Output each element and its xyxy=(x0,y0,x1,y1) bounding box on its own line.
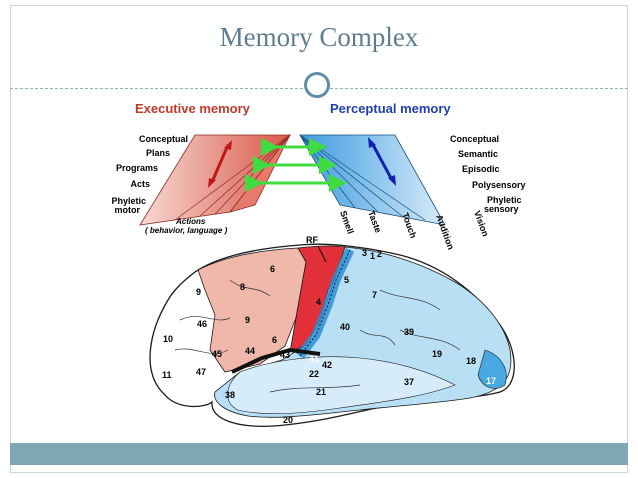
area-17: 17 xyxy=(486,376,496,386)
area-11: 11 xyxy=(162,370,172,380)
perceptual-memory-heading: Perceptual memory xyxy=(330,101,451,116)
perc-level-polysensory: Polysensory xyxy=(472,180,526,190)
brodmann-area-labels: 3 1 2 6 5 8 9 4 7 46 10 9 40 39 6 44 45 … xyxy=(162,248,496,425)
actions-sublabel: ( behavior, language ) xyxy=(145,226,228,235)
exec-level-acts: Acts xyxy=(130,179,150,189)
exec-level-conceptual: Conceptual xyxy=(139,134,188,144)
area-20: 20 xyxy=(283,415,293,425)
exec-level-motor: motor xyxy=(115,205,141,215)
slide-frame xyxy=(10,5,628,473)
area-38: 38 xyxy=(225,390,235,400)
perc-level-conceptual: Conceptual xyxy=(450,134,499,144)
exec-level-phyletic: Phyletic xyxy=(111,196,146,206)
area-39: 39 xyxy=(404,327,414,337)
area-6-lower: 6 xyxy=(272,335,277,345)
actions-label: Actions xyxy=(175,217,206,226)
area-18: 18 xyxy=(466,356,476,366)
area-19: 19 xyxy=(432,349,442,359)
slide-title: Memory Complex xyxy=(219,22,419,52)
perc-level-episodic: Episodic xyxy=(462,164,500,174)
exec-level-programs: Programs xyxy=(116,163,158,173)
area-1: 1 xyxy=(370,251,375,261)
area-22: 22 xyxy=(309,369,319,379)
area-21: 21 xyxy=(316,387,326,397)
area-2: 2 xyxy=(377,249,382,259)
area-41: 41 xyxy=(309,354,319,364)
exec-level-plans: Plans xyxy=(146,148,170,158)
area-43: 43 xyxy=(280,350,290,360)
area-42: 42 xyxy=(322,360,332,370)
perc-level-phyletic: Phyletic xyxy=(487,195,522,205)
area-40: 40 xyxy=(340,322,350,332)
area-9-right: 9 xyxy=(245,315,250,325)
area-3: 3 xyxy=(362,248,367,258)
area-46: 46 xyxy=(197,319,207,329)
perc-level-semantic: Semantic xyxy=(458,149,498,159)
executive-memory-heading: Executive memory xyxy=(135,101,251,116)
area-5: 5 xyxy=(344,275,349,285)
area-9-left: 9 xyxy=(196,287,201,297)
brain-illustration xyxy=(149,243,515,427)
area-4: 4 xyxy=(316,297,321,307)
area-8: 8 xyxy=(240,282,245,292)
sense-smell: Smell xyxy=(338,209,356,235)
perc-level-sensory: sensory xyxy=(484,204,519,214)
area-44: 44 xyxy=(245,346,255,356)
rf-label: RF xyxy=(306,235,318,245)
area-45: 45 xyxy=(212,349,222,359)
sense-audition: Audition xyxy=(434,213,456,251)
slide-footer-bar xyxy=(10,443,628,465)
cross-link-arrows xyxy=(245,138,347,192)
divider-ring-ornament xyxy=(304,72,330,98)
area-6-upper: 6 xyxy=(270,264,275,274)
area-37: 37 xyxy=(404,377,414,387)
area-47: 47 xyxy=(196,367,206,377)
area-7: 7 xyxy=(372,290,377,300)
area-10: 10 xyxy=(163,334,173,344)
